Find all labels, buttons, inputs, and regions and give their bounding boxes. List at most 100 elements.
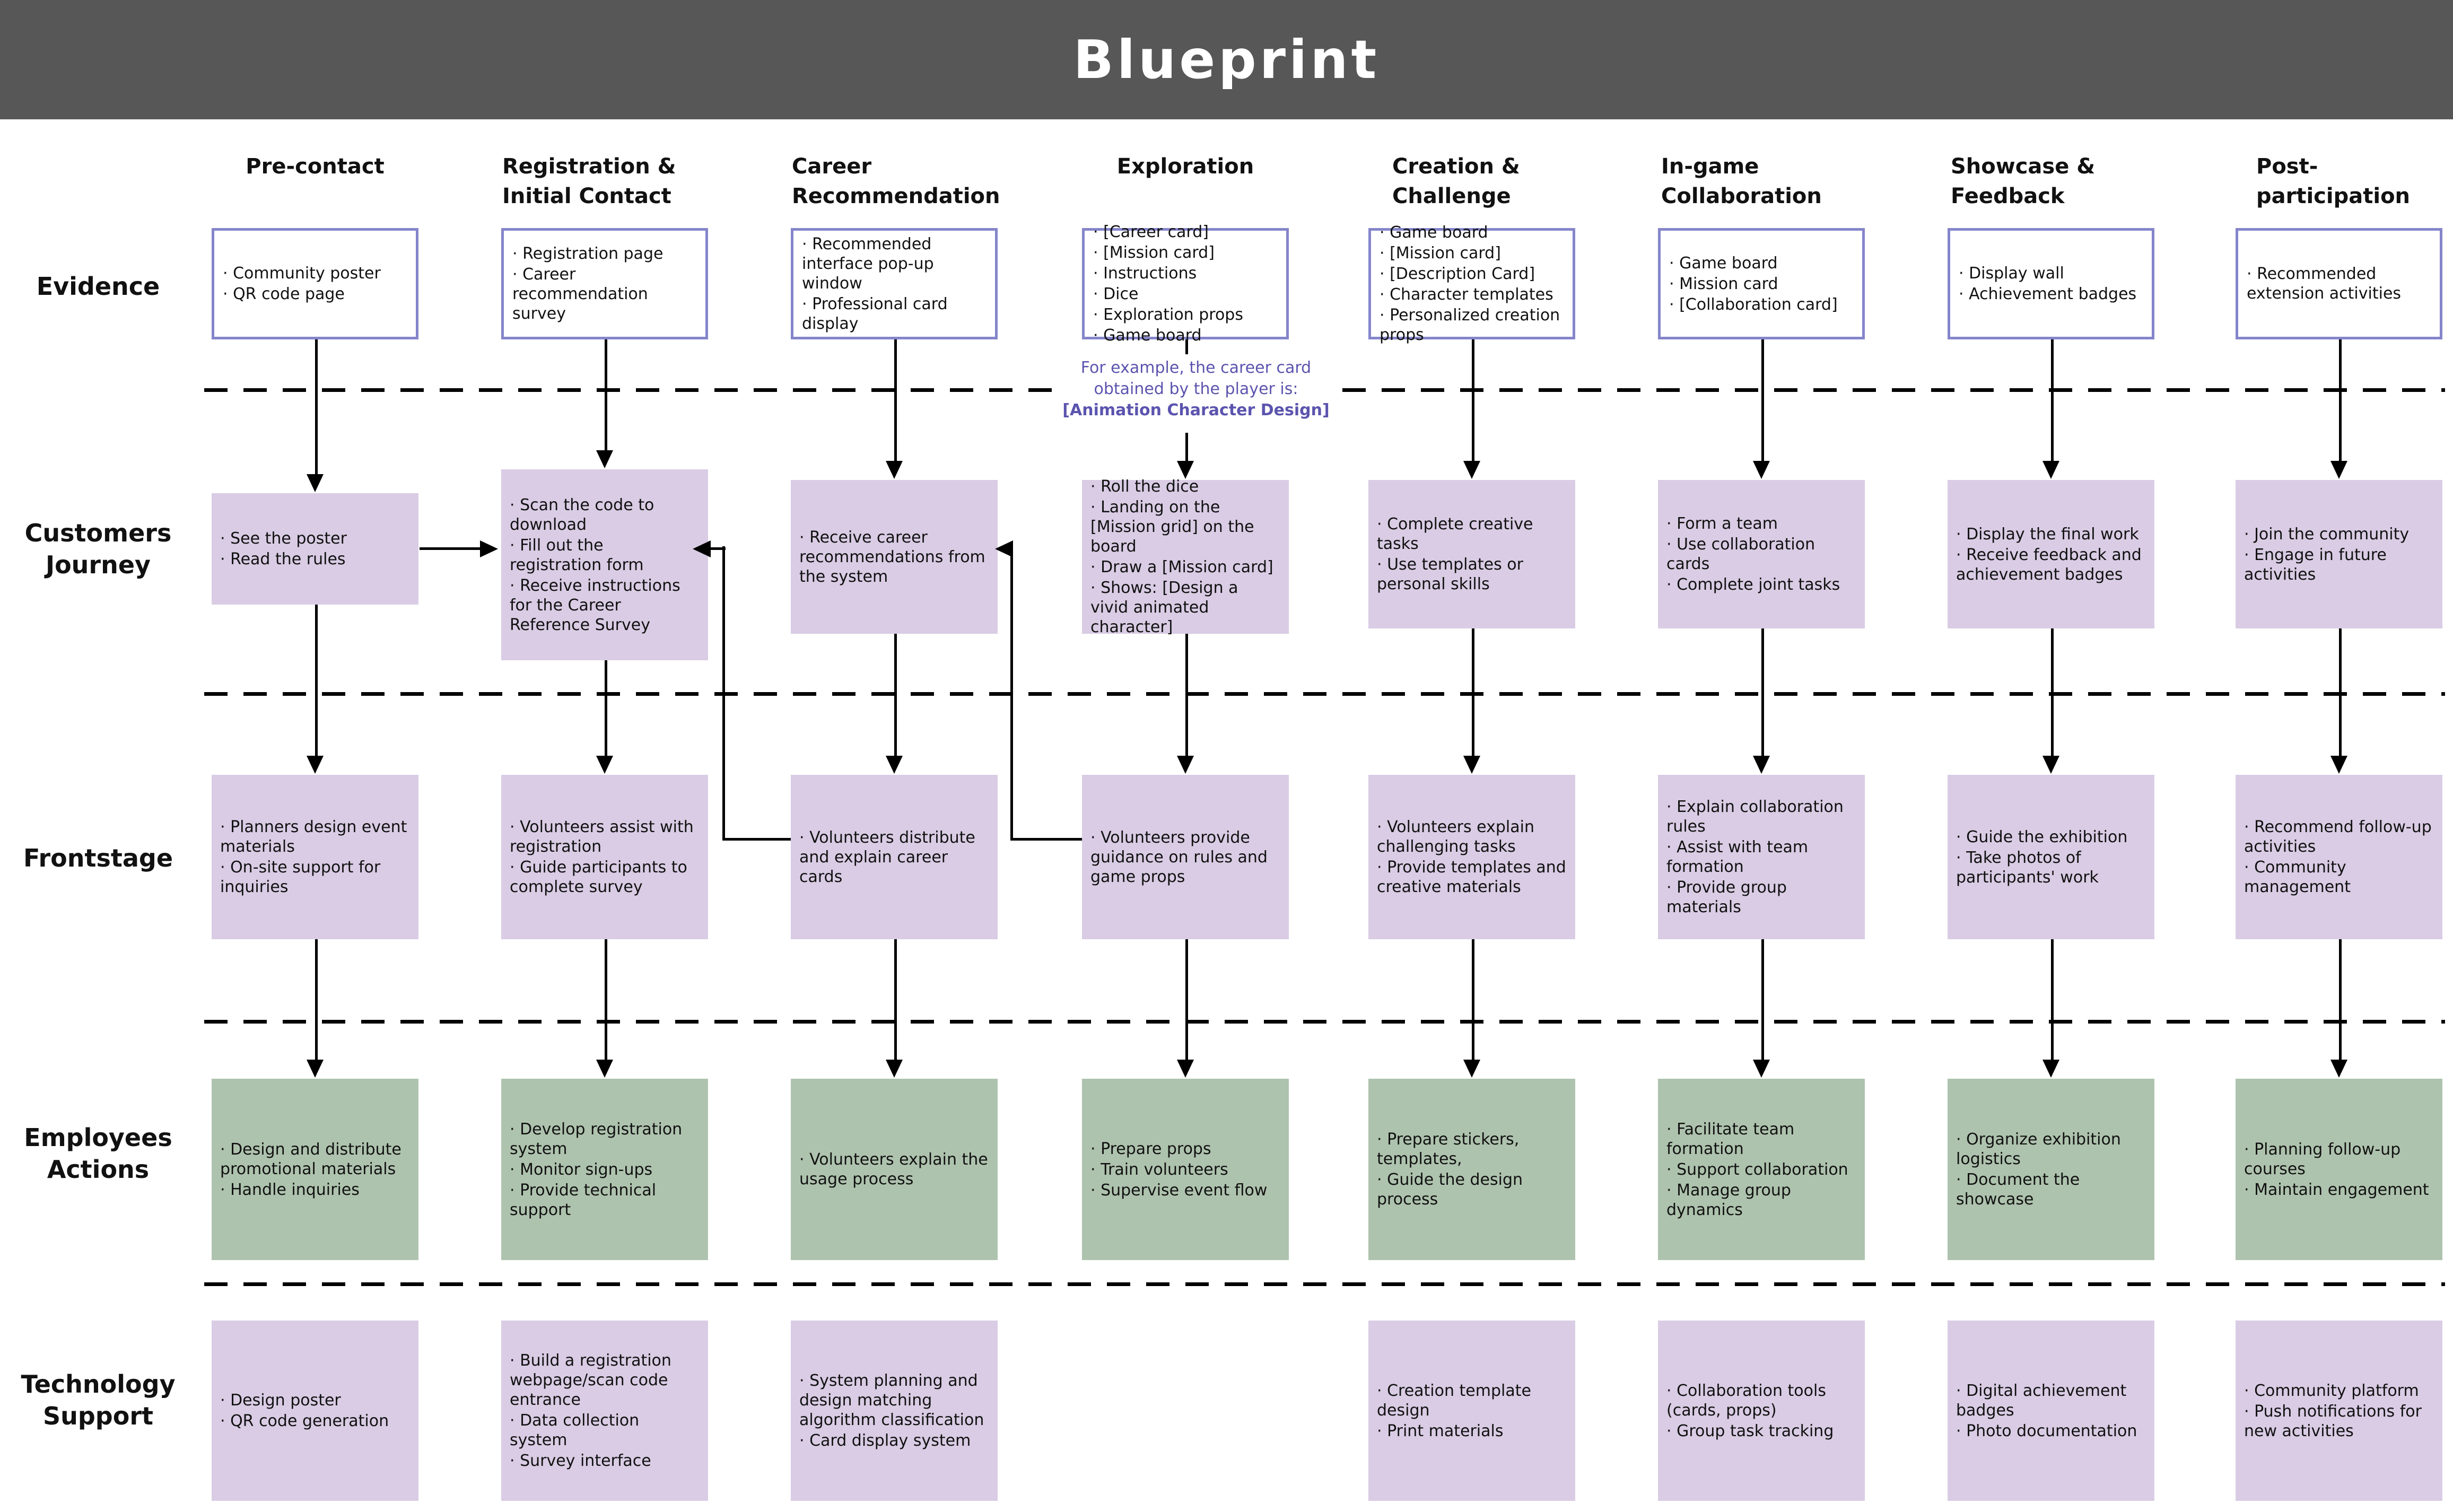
employees-box-career-recommendation-item: · Volunteers explain the usage process — [799, 1150, 988, 1188]
technology-box-pre-contact: · Design poster· QR code generation — [212, 1321, 418, 1501]
evidence-box-exploration: · [Career card]· [Mission card]· Instruc… — [1082, 223, 1289, 345]
arrow-line — [1185, 939, 1188, 1061]
journey-box-exploration-item: · Roll the dice — [1090, 477, 1199, 496]
evidence-box-creation-challenge-item: · Game board — [1380, 223, 1488, 242]
arrow-line — [894, 939, 897, 1061]
employees-box-in-game-collaboration-item: · Manage group dynamics — [1666, 1181, 1791, 1219]
column-header-post-participation: Post- participation — [2256, 154, 2411, 208]
frontstage-box-post-participation: · Recommend follow-up activities· Commun… — [2236, 775, 2442, 939]
title-banner: Blueprint — [0, 0, 2453, 119]
journey-box-pre-contact-item: · See the poster — [220, 529, 347, 548]
example-note: For example, the career card obtained by… — [1053, 354, 1339, 424]
arrowhead-down-icon — [2042, 461, 2059, 479]
row-label-evidence: Evidence — [36, 272, 160, 301]
evidence-box-career-recommendation-item: · Recommended interface pop-up window — [802, 234, 934, 293]
arrow-line — [1761, 939, 1764, 1061]
column-header-registration-initial-contact: Registration & Initial Contact — [502, 154, 676, 208]
employees-box-exploration: · Prepare props· Train volunteers· Super… — [1082, 1079, 1289, 1260]
employees-box-post-participation-item: · Planning follow-up courses — [2244, 1140, 2401, 1178]
journey-box-showcase-feedback: · Display the final work· Receive feedba… — [1948, 480, 2154, 628]
arrow-line — [722, 838, 791, 841]
frontstage-box-in-game-collaboration-item: · Explain collaboration rules — [1666, 798, 1844, 836]
employees-box-in-game-collaboration-item: · Facilitate team formation — [1666, 1120, 1795, 1158]
arrow-line — [722, 546, 725, 838]
arrowhead-down-icon — [1753, 756, 1770, 774]
frontstage-box-in-game-collaboration: · Explain collaboration rules· Assist wi… — [1658, 775, 1865, 939]
frontstage-box-showcase-feedback-item: · Take photos of participants' work — [1956, 848, 2099, 887]
journey-box-registration-initial-contact: · Scan the code to download· Fill out th… — [501, 469, 708, 660]
journey-box-post-participation-item: · Join the community — [2244, 525, 2410, 544]
journey-box-registration-initial-contact-item: · Scan the code to download — [510, 495, 654, 534]
employees-box-in-game-collaboration: · Facilitate team formation· Support col… — [1658, 1079, 1865, 1260]
arrow-line — [2051, 939, 2054, 1061]
journey-box-exploration-item: · Draw a [Mission card] — [1090, 558, 1273, 576]
technology-box-career-recommendation-item: · Card display system — [799, 1431, 971, 1450]
arrow-line — [605, 339, 607, 451]
employees-box-exploration-item: · Supervise event flow — [1090, 1181, 1268, 1200]
frontstage-box-showcase-feedback: · Guide the exhibition· Take photos of p… — [1948, 775, 2154, 939]
journey-box-career-recommendation: · Receive career recommendations from th… — [791, 480, 998, 634]
journey-box-registration-initial-contact-item: · Fill out the registration form — [510, 536, 644, 574]
arrowhead-down-icon — [596, 756, 613, 774]
technology-box-in-game-collaboration-item: · Group task tracking — [1666, 1421, 1834, 1440]
evidence-box-exploration-item: · [Mission card] — [1093, 243, 1215, 262]
arrowhead-down-icon — [2330, 461, 2347, 479]
frontstage-box-registration-initial-contact: · Volunteers assist with registration· G… — [501, 775, 708, 939]
evidence-box-post-participation-item: · Recommended extension activities — [2247, 265, 2402, 303]
evidence-box-pre-contact-item: · Community poster — [223, 264, 381, 283]
frontstage-box-pre-contact-item: · On-site support for inquiries — [220, 858, 381, 896]
evidence-box-exploration-item: · [Career card] — [1093, 223, 1209, 241]
arrow-line — [2051, 628, 2054, 757]
arrowhead-left-icon — [693, 540, 711, 557]
evidence-box-career-recommendation: · Recommended interface pop-up window· P… — [791, 228, 998, 339]
row-label-frontstage: Frontstage — [23, 844, 173, 872]
frontstage-box-career-recommendation: · Volunteers distribute and explain care… — [791, 775, 998, 939]
journey-box-in-game-collaboration: · Form a team· Use collaboration cards· … — [1658, 480, 1865, 628]
arrowhead-down-icon — [2330, 1060, 2347, 1078]
arrow-line — [1761, 339, 1764, 462]
arrow-line — [420, 547, 480, 550]
arrow-line — [1185, 433, 1188, 462]
evidence-box-creation-challenge-item: · [Description Card] — [1380, 265, 1535, 283]
employees-box-creation-challenge: · Prepare stickers, templates,· Guide th… — [1368, 1079, 1575, 1260]
arrow-line — [605, 660, 607, 757]
journey-box-post-participation-item: · Engage in future activities — [2244, 545, 2387, 584]
frontstage-box-exploration-item: · Volunteers provide guidance on rules a… — [1090, 828, 1268, 886]
evidence-box-in-game-collaboration-item: · Mission card — [1669, 274, 1778, 293]
journey-box-exploration-item: · Shows: [Design a vivid animated charac… — [1090, 579, 1238, 636]
technology-box-creation-challenge-item: · Print materials — [1377, 1421, 1504, 1440]
evidence-box-creation-challenge: · Game board· [Mission card]· [Descripti… — [1368, 223, 1575, 344]
arrow-line — [2339, 939, 2342, 1061]
evidence-box-exploration-item: · Exploration props — [1093, 305, 1243, 324]
journey-box-pre-contact-item: · Read the rules — [220, 550, 346, 569]
journey-box-creation-challenge-item: · Use templates or personal skills — [1377, 555, 1523, 593]
employees-box-creation-challenge-item: · Guide the design process — [1377, 1170, 1523, 1209]
evidence-box-in-game-collaboration-item: · Game board — [1669, 254, 1778, 273]
technology-box-post-participation-item: · Community platform — [2244, 1381, 2419, 1400]
column-header-in-game-collaboration: In-game Collaboration — [1661, 154, 1822, 208]
row-label-technology-support: Technology Support — [21, 1370, 176, 1430]
arrowhead-down-icon — [2330, 756, 2347, 774]
employees-box-registration-initial-contact-item: · Provide technical support — [510, 1181, 657, 1219]
technology-box-career-recommendation-item: · System planning and design matching al… — [799, 1371, 984, 1429]
employees-box-registration-initial-contact: · Develop registration system· Monitor s… — [501, 1079, 708, 1260]
evidence-box-pre-contact: · Community poster· QR code page — [212, 228, 418, 339]
arrowhead-right-icon — [480, 540, 498, 557]
arrow-line — [1185, 634, 1188, 757]
frontstage-box-exploration: · Volunteers provide guidance on rules a… — [1082, 775, 1289, 939]
technology-box-registration-initial-contact-item: · Build a registration webpage/scan code… — [510, 1351, 671, 1409]
arrowhead-down-icon — [2042, 756, 2059, 774]
journey-box-in-game-collaboration-item: · Complete joint tasks — [1666, 575, 1840, 594]
example-note-line: For example, the career card — [1080, 359, 1312, 377]
column-header-showcase-feedback: Showcase & Feedback — [1951, 154, 2096, 208]
column-header-career-recommendation: Career Recommendation — [792, 154, 1000, 208]
example-note-line: obtained by the player is: — [1094, 380, 1298, 398]
evidence-box-post-participation: · Recommended extension activities — [2236, 228, 2442, 339]
frontstage-box-pre-contact: · Planners design event materials· On-si… — [212, 775, 418, 939]
evidence-box-registration-initial-contact-item: · Career recommendation survey — [512, 265, 648, 323]
employees-box-career-recommendation: · Volunteers explain the usage process — [791, 1079, 998, 1260]
journey-box-in-game-collaboration-item: · Use collaboration cards — [1666, 535, 1815, 573]
technology-box-registration-initial-contact: · Build a registration webpage/scan code… — [501, 1321, 708, 1501]
technology-box-showcase-feedback-item: · Digital achievement badges — [1956, 1381, 2127, 1420]
